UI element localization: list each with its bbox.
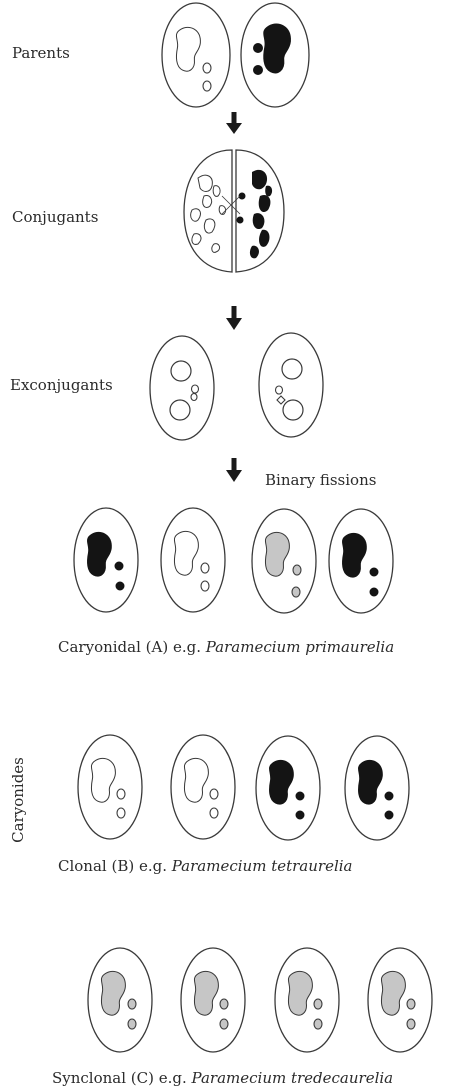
caryonidal-cell-4-black [328,508,394,614]
synclonal-cell-1-grey [87,947,153,1053]
caption-caryonidal-species: Paramecium primaurelia [205,638,394,656]
label-binary-fissions: Binary fissions [265,471,376,489]
exconjugant-cell-left [149,335,215,441]
clonal-cell-4-black [344,735,410,841]
exconjugant-cell-right [258,332,324,438]
caption-caryonidal: Caryonidal (A) e.g. Paramecium primaurel… [58,638,394,656]
clonal-cell-1-white [77,734,143,840]
parent-cell-white [161,2,231,108]
label-exconjugants: Exconjugants [10,376,113,394]
caption-clonal-species: Paramecium tetraurelia [171,857,353,875]
caption-synclonal-prefix: Synclonal (C) e.g. [52,1069,192,1087]
synclonal-cell-4-grey [367,947,433,1053]
label-conjugants: Conjugants [12,208,98,226]
caption-synclonal-species: Paramecium tredecaurelia [191,1069,394,1087]
caption-clonal-prefix: Clonal (B) e.g. [58,857,172,875]
clonal-cell-3-black [255,735,321,841]
caryonidal-cell-2-white [160,507,226,613]
parent-cell-black [240,2,310,108]
caption-caryonidal-prefix: Caryonidal (A) e.g. [58,638,206,656]
arrow-down-icon [226,458,242,482]
caryonidal-cell-1-black [73,507,139,613]
clonal-cell-2-white [170,734,236,840]
arrow-down-icon [226,306,242,330]
caption-synclonal: Synclonal (C) e.g. Paramecium tredecaure… [52,1069,393,1087]
label-parents: Parents [12,44,70,62]
caption-clonal: Clonal (B) e.g. Paramecium tetraurelia [58,857,352,875]
arrow-down-icon [226,112,242,134]
synclonal-cell-3-grey [274,947,340,1053]
conjugant-pair [183,149,285,273]
synclonal-cell-2-grey [180,947,246,1053]
caryonidal-cell-3-grey [251,508,317,614]
side-label-caryonides: Caryonides [9,757,27,843]
